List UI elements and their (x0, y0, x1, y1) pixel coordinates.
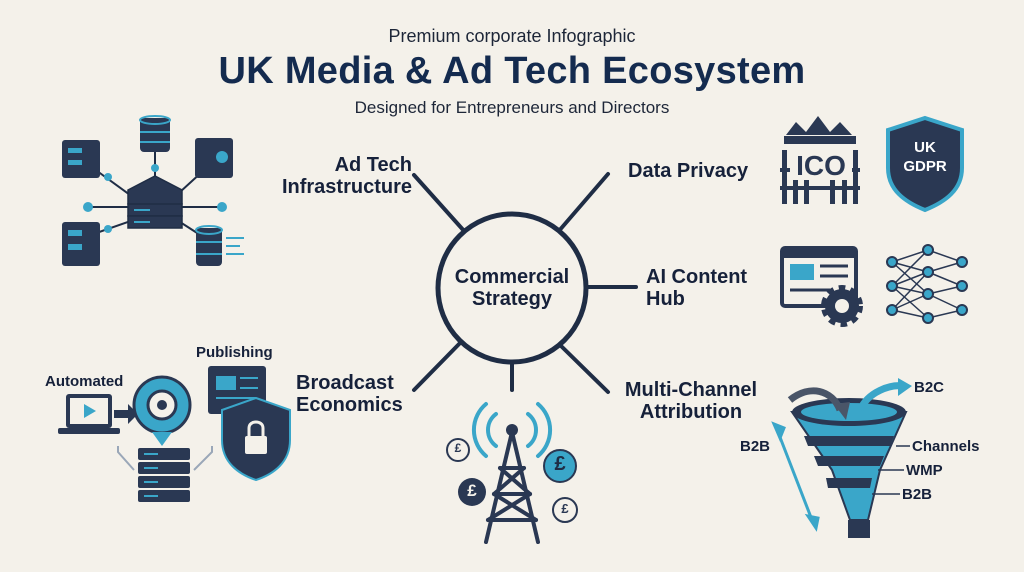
b2c-label: B2C (914, 379, 945, 396)
server-stack-icon (117, 446, 213, 502)
spoke-ad-tech-line2: Infrastructure (281, 176, 412, 198)
channels-label: Channels (912, 438, 980, 455)
pound-coins (446, 438, 578, 523)
pound-coin-2: £ (467, 481, 477, 500)
gear-icon (821, 285, 863, 327)
automation-hub-icon (132, 375, 192, 446)
video-laptop-icon (58, 394, 138, 434)
spoke-ai-content-line2: Hub (646, 288, 685, 310)
spoke-ad-tech: Ad Tech Infrastructure (262, 154, 412, 198)
spoke-ad-tech-line1: Ad Tech (334, 154, 412, 176)
spoke-attribution-line2: Attribution (639, 401, 743, 423)
spoke-ai-content: AI Content Hub (646, 266, 766, 310)
hub-label: Commercial Strategy (438, 266, 586, 310)
spoke-attribution-line1: Multi-Channel (624, 379, 758, 401)
automated-label: Automated (45, 373, 124, 390)
spoke-ai-content-line1: AI Content (646, 266, 748, 288)
gdpr-shield-icon (886, 115, 964, 213)
pound-coin-4: £ (561, 501, 569, 516)
b2b-left-label: B2B (740, 438, 771, 455)
gdpr-uk-label: UK (914, 139, 936, 156)
neural-network-icon (886, 244, 968, 324)
page-subtitle: Designed for Entrepreneurs and Directors (354, 98, 670, 117)
broadcast-tower-icon (471, 402, 553, 544)
spoke-data-privacy-line1: Data Privacy (628, 160, 749, 182)
hub-spokes (412, 172, 638, 394)
page-title: UK Media & Ad Tech Ecosystem (218, 50, 806, 92)
attribution-funnel-icon (771, 378, 912, 538)
server-network-icon (62, 115, 244, 266)
gdpr-label: GDPR (903, 158, 947, 175)
pound-coin-1: £ (454, 441, 462, 455)
ico-label: ICO (796, 150, 846, 181)
pound-coin-3: £ (554, 453, 566, 475)
publishing-label: Publishing (196, 344, 273, 361)
spoke-broadcast-line1: Broadcast (296, 372, 394, 394)
infographic-kicker: Premium corporate Infographic (388, 26, 636, 46)
hub-label-line1: Commercial (454, 266, 570, 288)
ico-badge-icon (780, 116, 860, 204)
spoke-data-privacy: Data Privacy (628, 160, 778, 182)
spoke-broadcast: Broadcast Economics (296, 372, 408, 416)
wmp-label: WMP (906, 462, 943, 479)
spoke-broadcast-line2: Economics (296, 394, 403, 416)
security-shield-lock-icon (221, 396, 291, 482)
b2b-right-label: B2B (902, 486, 933, 503)
hub-label-line2: Strategy (471, 288, 553, 310)
spoke-attribution: Multi-Channel Attribution (616, 379, 766, 423)
hub-circle (435, 211, 589, 365)
